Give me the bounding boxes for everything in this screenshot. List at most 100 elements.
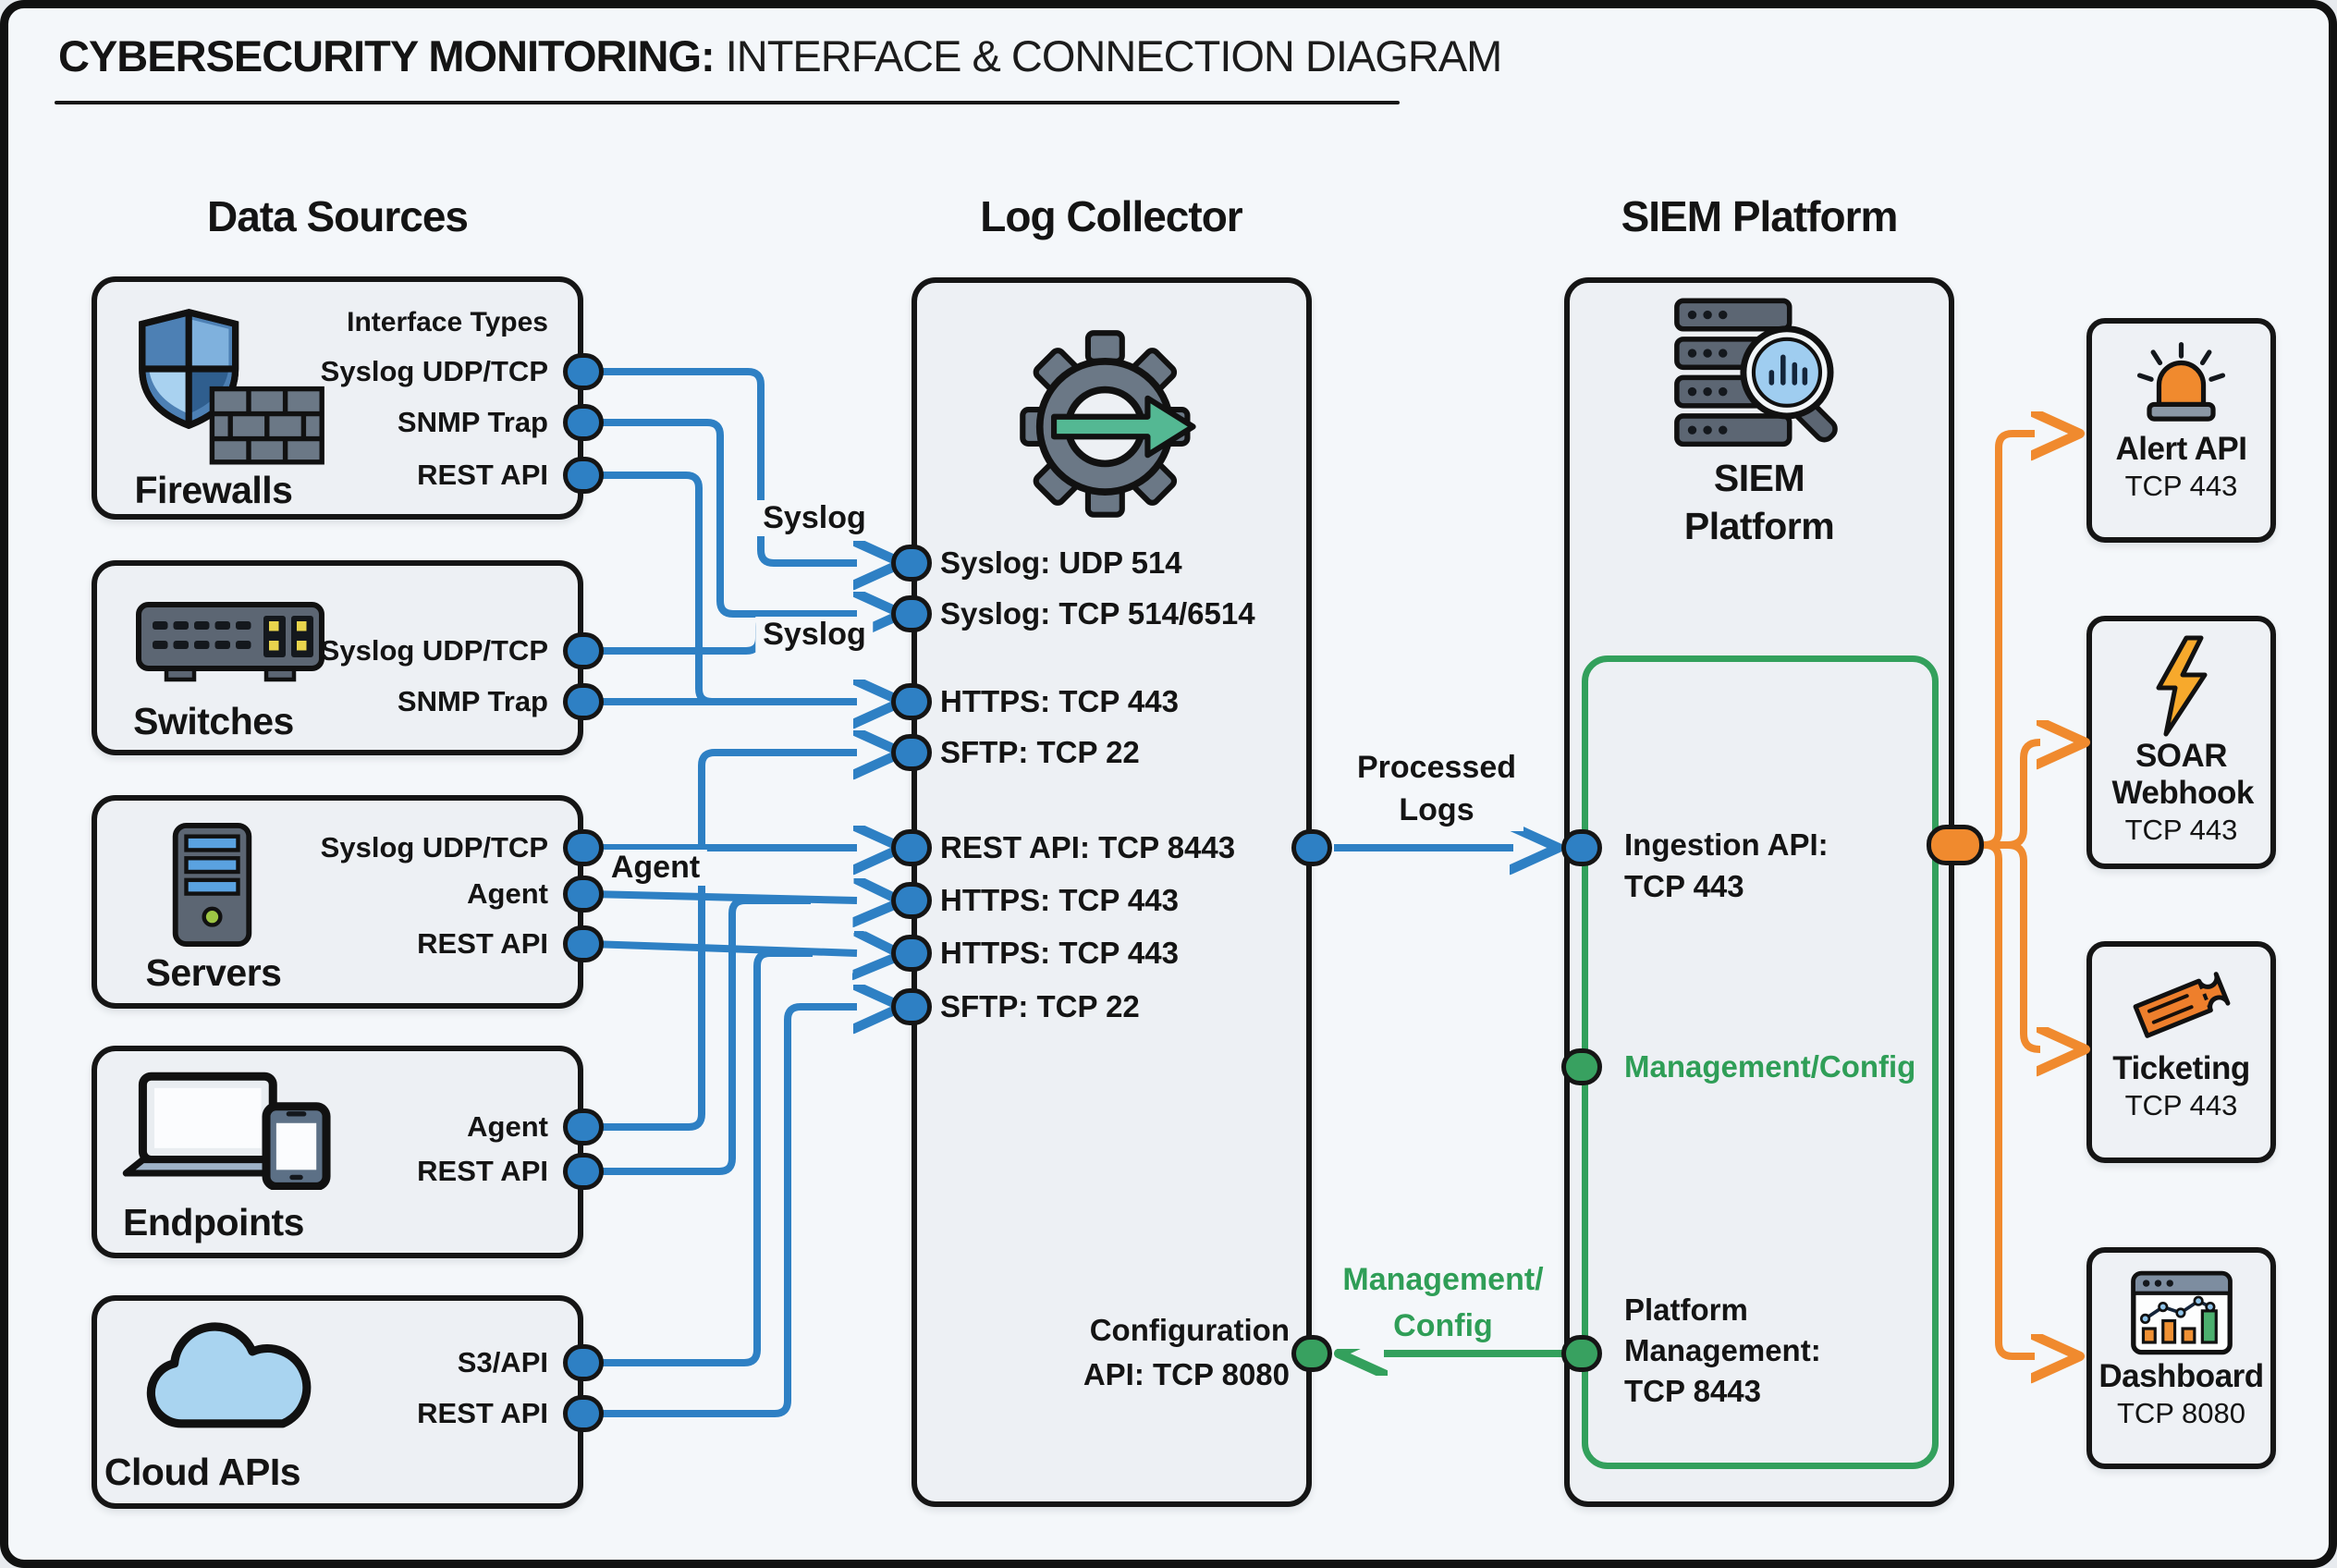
collector-input-sftp-2: SFTP: TCP 22 <box>940 989 1140 1023</box>
alert-api-label: Alert API <box>2115 431 2247 467</box>
port-firewalls-rest <box>563 457 604 494</box>
firewalls-port-snmp-label: SNMP Trap <box>397 406 548 438</box>
edge-cloud-s3 <box>591 949 813 1366</box>
soar-webhook-port: TCP 443 <box>2124 814 2238 846</box>
endpoints-label: Endpoints <box>123 1201 304 1243</box>
management-config-line2: Config <box>1393 1308 1493 1343</box>
edge-endpoints-rest <box>591 897 811 1175</box>
servers-label: Servers <box>145 951 282 994</box>
alert-api-port: TCP 443 <box>2124 470 2238 502</box>
siem-platform-box <box>1564 277 1954 1507</box>
port-cloud-rest <box>563 1395 604 1432</box>
edge-servers-rest <box>590 944 857 953</box>
siem-platform-mgmt-label-3: TCP 8443 <box>1624 1374 1761 1408</box>
switches-port-snmp-label: SNMP Trap <box>397 685 548 717</box>
switches-label: Switches <box>133 700 294 742</box>
firewalls-port-syslog-label: Syslog UDP/TCP <box>320 355 548 387</box>
management-config-line1: Management/ <box>1342 1262 1544 1297</box>
port-servers-agent <box>563 876 604 913</box>
ticketing-port: TCP 443 <box>2124 1089 2238 1121</box>
interface-types-label: Interface Types <box>347 307 548 337</box>
column-header-siem-platform: SIEM Platform <box>1621 192 1899 240</box>
collector-input-syslog-tcp: Syslog: TCP 514/6514 <box>940 596 1255 631</box>
switch-icon <box>136 602 324 682</box>
soar-webhook-box: SOAR Webhook TCP 443 <box>2086 616 2276 869</box>
edge-servers-agent <box>590 894 857 900</box>
edge-siem-ticketing <box>1972 841 2040 1049</box>
page-title-rest: INTERFACE & CONNECTION DIAGRAM <box>714 31 1503 80</box>
column-header-log-collector: Log Collector <box>980 192 1242 240</box>
column-header-data-sources: Data Sources <box>206 192 469 240</box>
collector-input-https-2: HTTPS: TCP 443 <box>940 883 1179 917</box>
cloud-port-rest-label: REST API <box>417 1397 548 1429</box>
port-siem-ingestion <box>1561 829 1602 866</box>
dashboard-port: TCP 8080 <box>2116 1397 2245 1429</box>
port-siem-platform-mgmt <box>1561 1335 1602 1372</box>
servers-box <box>92 795 583 1009</box>
page-title: CYBERSECURITY MONITORING: INTERFACE & CO… <box>58 31 1503 81</box>
dashboard-box: Dashboard TCP 8080 <box>2086 1247 2276 1469</box>
collector-input-sftp-1: SFTP: TCP 22 <box>940 735 1140 769</box>
siem-label-line2: Platform <box>1683 505 1835 547</box>
endpoints-port-rest-label: REST API <box>417 1155 548 1187</box>
server-icon <box>172 822 252 948</box>
collector-config-label-2: API: TCP 8080 <box>1083 1357 1290 1391</box>
edge-firewalls-syslog <box>591 368 857 563</box>
page-title-strong: CYBERSECURITY MONITORING: <box>58 31 716 80</box>
port-collector-https-1 <box>891 683 932 720</box>
cloud-apis-label: Cloud APIs <box>104 1451 301 1493</box>
collector-config-label-1: Configuration <box>1089 1313 1290 1347</box>
connection-lines <box>590 368 2337 1417</box>
servers-port-syslog-label: Syslog UDP/TCP <box>320 831 548 864</box>
processed-logs-line2: Logs <box>1399 792 1474 827</box>
port-collector-sftp-1 <box>891 734 932 771</box>
switches-port-syslog-label: Syslog UDP/TCP <box>320 634 548 667</box>
port-firewalls-syslog <box>563 353 604 390</box>
siem-ingestion-label-2: TCP 443 <box>1624 869 1744 903</box>
port-cloud-s3 <box>563 1344 604 1381</box>
siem-ingestion-label-1: Ingestion API: <box>1624 827 1829 862</box>
firewalls-port-rest-label: REST API <box>417 459 548 491</box>
port-servers-rest <box>563 925 604 962</box>
firewalls-label: Firewalls <box>134 469 293 511</box>
siem-platform-mgmt-label-2: Management: <box>1624 1333 1821 1367</box>
syslog-label-top: Syslog <box>755 500 874 536</box>
port-endpoints-agent <box>563 1109 604 1145</box>
syslog-label-bottom: Syslog <box>755 617 874 653</box>
port-switches-syslog <box>563 632 604 669</box>
processed-logs-line1: Processed <box>1357 750 1516 785</box>
port-endpoints-rest <box>563 1153 604 1190</box>
port-firewalls-snmp <box>563 404 604 441</box>
edge-endpoints-agent <box>591 753 857 1131</box>
port-siem-management <box>1561 1048 1602 1085</box>
siem-platform-mgmt-label-1: Platform <box>1624 1292 1748 1327</box>
port-collector-processed-out <box>1291 829 1332 866</box>
collector-input-syslog-udp: Syslog: UDP 514 <box>940 545 1182 580</box>
port-collector-https-3 <box>891 935 932 972</box>
ticketing-label: Ticketing <box>2112 1050 2250 1086</box>
siem-management-label: Management/Config <box>1624 1049 1916 1084</box>
siem-label-line1: SIEM <box>1713 457 1805 499</box>
edge-siem-dashboard <box>1972 841 2035 1356</box>
port-collector-syslog-udp <box>891 545 932 582</box>
endpoints-port-agent-label: Agent <box>467 1110 548 1143</box>
dashboard-label: Dashboard <box>2098 1358 2264 1394</box>
port-collector-sftp-2 <box>891 988 932 1025</box>
port-collector-https-2 <box>891 882 932 919</box>
alert-api-box: Alert API TCP 443 <box>2086 318 2276 543</box>
collector-input-https-1: HTTPS: TCP 443 <box>940 684 1179 718</box>
collector-input-https-3: HTTPS: TCP 443 <box>940 936 1179 970</box>
port-collector-syslog-tcp <box>891 595 932 632</box>
edge-siem-soar <box>1972 742 2040 849</box>
collector-input-rest-api: REST API: TCP 8443 <box>940 830 1236 864</box>
soar-webhook-label: SOAR Webhook <box>2111 738 2255 811</box>
cloud-port-s3-label: S3/API <box>457 1346 548 1378</box>
servers-port-agent-label: Agent <box>467 877 548 910</box>
log-collector-gear-icon <box>1020 330 1196 518</box>
port-servers-syslog <box>563 829 604 866</box>
processed-logs-label: Processed Logs <box>1350 746 1523 831</box>
port-collector-rest-api <box>891 829 932 866</box>
lightning-icon <box>2156 635 2207 737</box>
ticket-icon <box>2133 972 2230 1038</box>
